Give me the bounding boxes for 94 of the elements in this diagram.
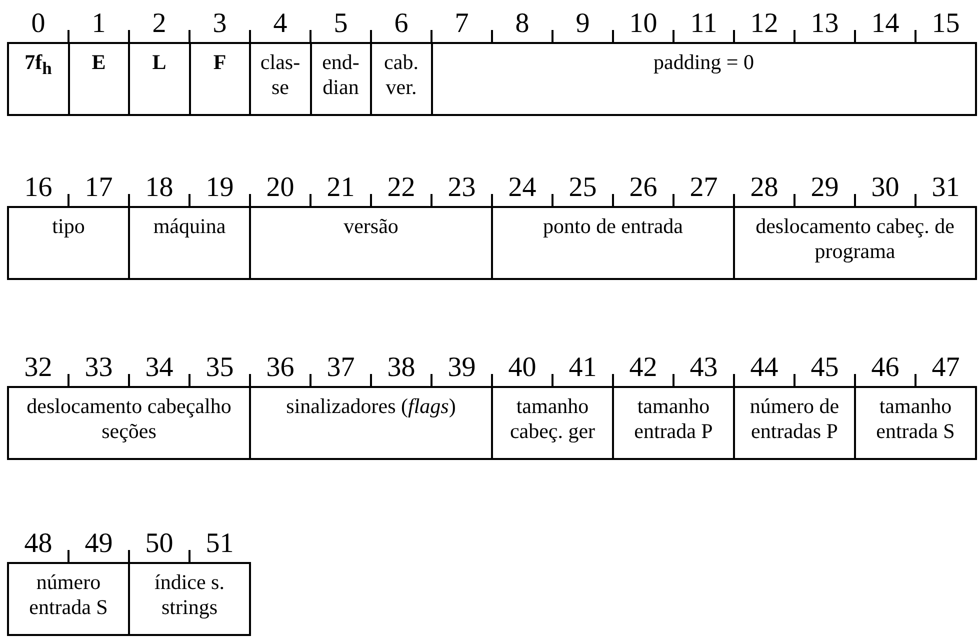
byte-field (491, 206, 735, 280)
field-label: cab. ver. (383, 50, 420, 100)
byte-offset: 19 (204, 174, 235, 202)
byte-field (7, 386, 251, 460)
field-label: tamanho entrada P (633, 394, 714, 444)
byte-offset: 45 (810, 354, 840, 382)
byte-offset: 10 (628, 10, 658, 38)
byte-field (310, 42, 372, 116)
byte-field (733, 206, 977, 280)
byte-offset: 41 (568, 354, 598, 382)
byte-offset: 23 (446, 174, 477, 202)
byte-offset: 48 (23, 530, 54, 558)
field-label: deslocamento cabeçalho seções (26, 394, 232, 444)
field-label: tamanho cabeç. ger (508, 394, 596, 444)
byte-field (128, 42, 190, 116)
byte-offset: 30 (870, 174, 900, 202)
byte-offset: 16 (23, 174, 54, 202)
byte-field (68, 42, 130, 116)
field-label: L (152, 50, 166, 76)
byte-offset: 11 (689, 10, 718, 38)
byte-field (854, 386, 977, 460)
field-label: tamanho entrada S (875, 394, 956, 444)
byte-offset: 36 (265, 354, 296, 382)
byte-offset: 27 (688, 174, 719, 202)
byte-offset: 9 (574, 10, 591, 38)
byte-offset: 20 (265, 174, 296, 202)
field-label: índice s. strings (154, 570, 226, 620)
byte-offset: 17 (84, 174, 114, 202)
byte-offset: 32 (23, 354, 54, 382)
byte-offset: 24 (507, 174, 538, 202)
byte-offset: 8 (514, 10, 530, 38)
byte-offset: 7 (454, 10, 470, 38)
byte-offset: 28 (749, 174, 780, 202)
byte-offset: 3 (212, 10, 228, 38)
byte-offset: 33 (84, 354, 114, 382)
field-label: sinalizadores (flags) (286, 394, 456, 420)
byte-offset: 39 (446, 354, 477, 382)
field-label: deslocamento cabeç. de programa (754, 214, 956, 264)
byte-offset: 14 (870, 10, 900, 38)
field-label: máquina (153, 214, 226, 240)
byte-offset: 35 (204, 354, 235, 382)
byte-offset: 1 (90, 10, 107, 38)
byte-offset: 6 (393, 10, 410, 38)
byte-offset: 44 (749, 354, 780, 382)
byte-offset: 13 (810, 10, 840, 38)
byte-field (7, 206, 130, 280)
byte-offset: 42 (628, 354, 658, 382)
byte-field (491, 386, 614, 460)
byte-field (370, 42, 432, 116)
byte-field (128, 206, 251, 280)
byte-offset: 47 (930, 354, 961, 382)
byte-field (249, 42, 312, 116)
byte-offset: 22 (386, 174, 416, 202)
byte-offset: 18 (144, 174, 174, 202)
byte-offset: 15 (930, 10, 961, 38)
byte-offset: 50 (144, 530, 174, 558)
byte-offset: 12 (749, 10, 780, 38)
byte-offset: 49 (84, 530, 114, 558)
byte-offset: 4 (272, 10, 288, 38)
byte-field (188, 42, 251, 116)
byte-offset: 2 (151, 10, 168, 38)
byte-field (430, 42, 977, 116)
field-label: F (213, 50, 226, 76)
byte-offset: 5 (332, 10, 349, 38)
byte-offset: 29 (810, 174, 840, 202)
byte-field (128, 562, 251, 636)
byte-offset: 46 (870, 354, 900, 382)
byte-offset: 25 (568, 174, 598, 202)
byte-offset: 21 (326, 174, 356, 202)
field-label: número de entradas P (748, 394, 840, 444)
byte-offset: 43 (688, 354, 719, 382)
field-label: versão (344, 214, 398, 240)
byte-offset: 37 (326, 354, 356, 382)
byte-offset: 26 (628, 174, 658, 202)
byte-field (7, 562, 130, 636)
byte-offset: 51 (204, 530, 235, 558)
byte-field (612, 386, 735, 460)
byte-field (249, 386, 493, 460)
byte-offset: 34 (144, 354, 174, 382)
field-label: 7f$_{h}$ (24, 50, 52, 80)
byte-offset: 38 (386, 354, 416, 382)
byte-offset: 31 (930, 174, 961, 202)
field-label: tipo (52, 214, 85, 240)
field-label: clas- se (260, 50, 300, 100)
byte-offset: 0 (30, 10, 46, 38)
field-label: número entrada S (28, 570, 109, 620)
byte-field (7, 42, 70, 116)
byte-field (249, 206, 493, 280)
field-label: E (92, 50, 106, 76)
field-label: ponto de entrada (543, 214, 683, 240)
byte-offset: 40 (507, 354, 538, 382)
byte-field (733, 386, 856, 460)
field-label: end- dian (321, 50, 360, 100)
field-label: padding = 0 (654, 50, 754, 76)
